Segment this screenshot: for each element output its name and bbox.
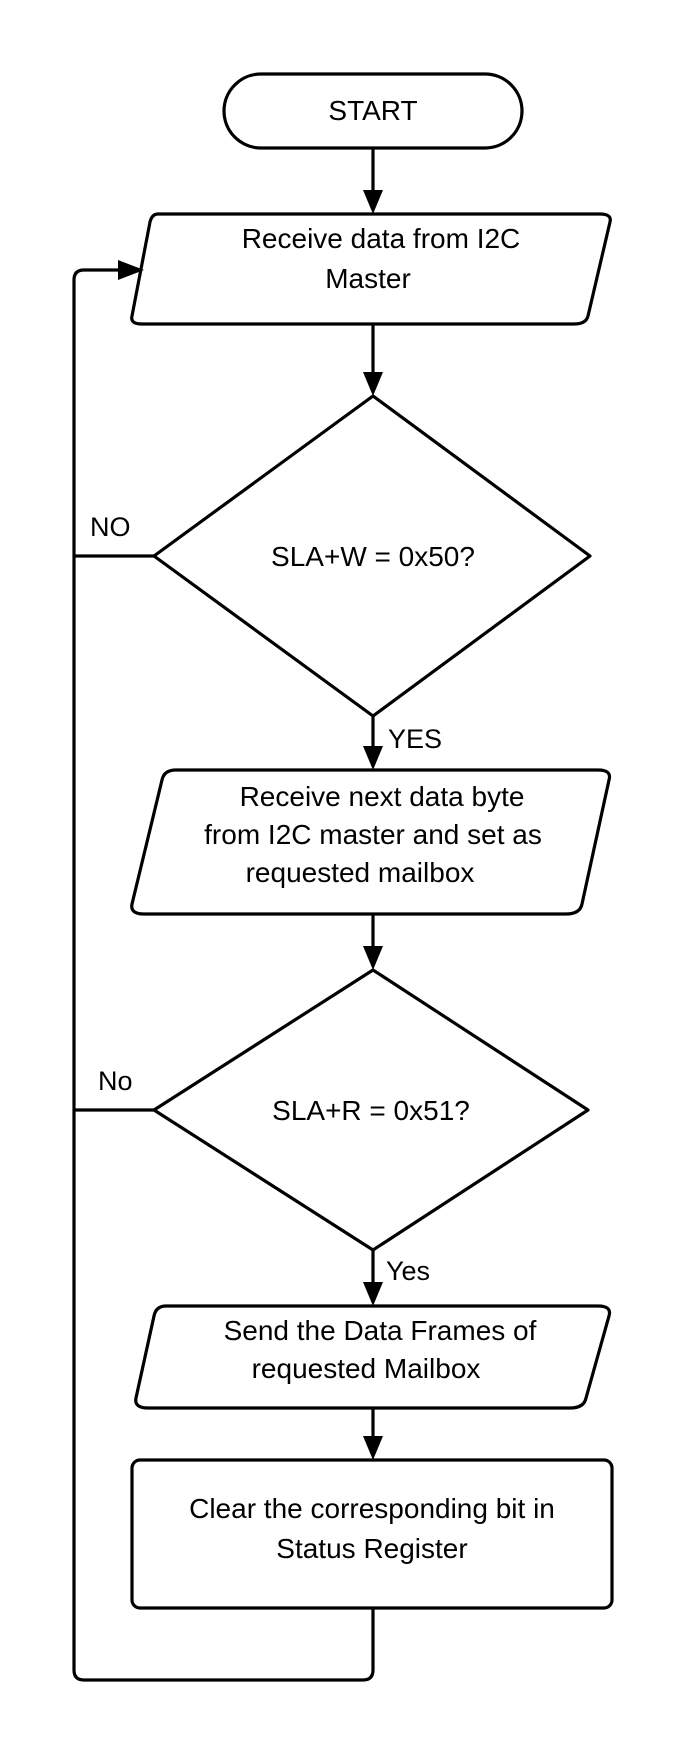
arrow-check-read-to-send-frames [363, 1250, 383, 1306]
clear-bit-label-line-1: Clear the corresponding bit in [189, 1493, 555, 1524]
receive-byte-label-line-1: Receive next data byte [240, 781, 525, 812]
arrow-check-write-to-receive-byte [363, 716, 383, 770]
check-write-node: SLA+W = 0x50? [152, 394, 592, 718]
send-frames-label-line-2: requested Mailbox [252, 1353, 481, 1384]
receive-data-node: Receive data from I2C Master [130, 212, 612, 326]
start-label: START [328, 95, 417, 126]
edge-label-read-yes: Yes [386, 1256, 430, 1286]
edge-label-read-no: No [98, 1066, 133, 1096]
arrow-receive-to-check-write [363, 324, 383, 396]
arrow-send-frames-to-clear-bit [363, 1408, 383, 1460]
arrow-receive-byte-to-check-read [363, 914, 383, 970]
edge-label-write-yes: YES [388, 724, 442, 754]
arrow-start-to-receive [363, 148, 383, 214]
check-write-label: SLA+W = 0x50? [271, 541, 475, 572]
receive-byte-label-line-2: from I2C master and set as [204, 819, 542, 850]
receive-byte-label-line-3: requested mailbox [246, 857, 475, 888]
clear-bit-node: Clear the corresponding bit in Status Re… [130, 1458, 614, 1610]
check-read-label: SLA+R = 0x51? [272, 1095, 470, 1126]
edge-label-write-no: NO [90, 512, 131, 542]
receive-data-label-line-2: Master [325, 263, 411, 294]
receive-data-label-line-1: Receive data from I2C [242, 223, 521, 254]
send-frames-label-line-1: Send the Data Frames of [224, 1315, 537, 1346]
send-frames-node: Send the Data Frames of requested Mailbo… [134, 1304, 612, 1410]
loop-back-main [72, 260, 375, 1682]
clear-bit-label-line-2: Status Register [276, 1533, 467, 1564]
start-node: START [222, 72, 524, 150]
receive-byte-node: Receive next data byte from I2C master a… [130, 768, 612, 916]
check-read-node: SLA+R = 0x51? [152, 968, 590, 1252]
